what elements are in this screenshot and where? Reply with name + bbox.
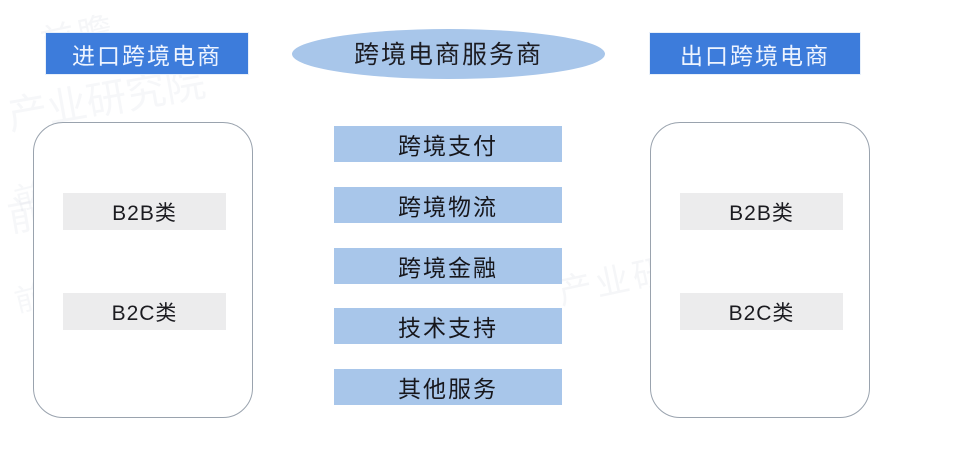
export-category-b2c-label: B2C类	[728, 301, 795, 325]
import-category-b2c: B2C类	[63, 293, 226, 330]
service-cross-border-finance-label: 跨境金融	[398, 256, 498, 281]
service-cross-border-logistics: 跨境物流	[334, 187, 562, 223]
import-category-container: B2B类 B2C类	[33, 122, 253, 418]
export-category-b2b-label: B2B类	[729, 201, 794, 225]
service-cross-border-payment: 跨境支付	[334, 126, 562, 162]
export-category-container: B2B类 B2C类	[650, 122, 870, 418]
service-technical-support-label: 技术支持	[398, 316, 498, 341]
service-other-services: 其他服务	[334, 369, 562, 405]
service-provider-label: 跨境电商服务商	[353, 42, 543, 69]
service-provider-ellipse: 跨境电商服务商	[292, 29, 605, 79]
service-other-services-label: 其他服务	[398, 377, 498, 402]
service-cross-border-payment-label: 跨境支付	[398, 134, 498, 159]
import-category-b2b-label: B2B类	[112, 201, 177, 225]
service-cross-border-logistics-label: 跨境物流	[398, 195, 498, 220]
service-technical-support: 技术支持	[334, 308, 562, 344]
import-category-b2c-label: B2C类	[111, 301, 178, 325]
import-category-b2b: B2B类	[63, 193, 226, 230]
import-cross-border-banner: 进口跨境电商	[46, 33, 248, 74]
export-cross-border-banner: 出口跨境电商	[650, 33, 860, 74]
export-category-b2b: B2B类	[680, 193, 843, 230]
import-banner-label: 进口跨境电商	[72, 43, 222, 69]
export-banner-label: 出口跨境电商	[680, 43, 830, 69]
service-cross-border-finance: 跨境金融	[334, 248, 562, 284]
export-category-b2c: B2C类	[680, 293, 843, 330]
